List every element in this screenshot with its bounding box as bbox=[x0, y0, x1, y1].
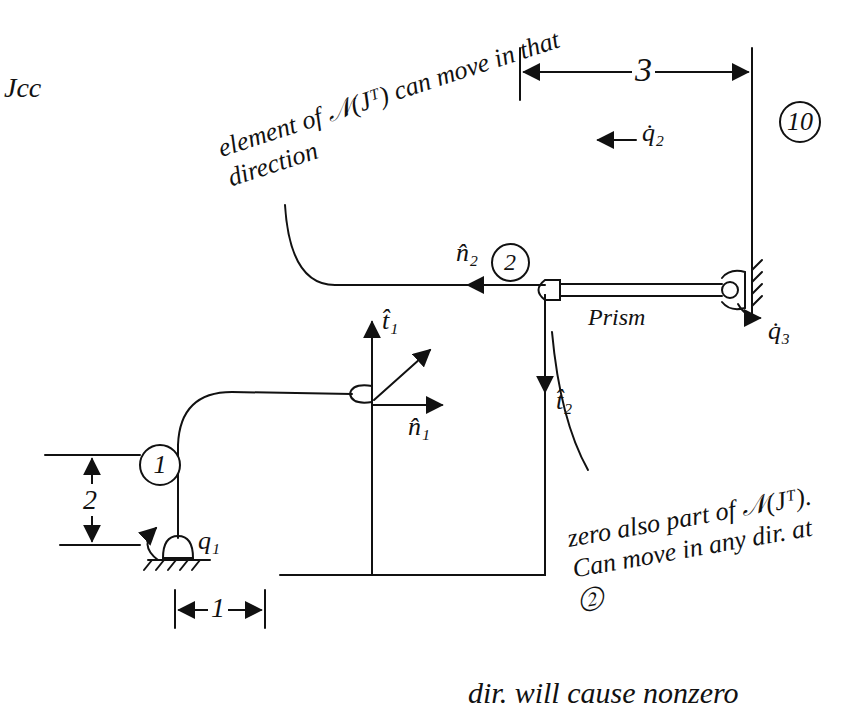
note-text: dir. will cause nonzero bbox=[468, 676, 739, 711]
object-outline bbox=[280, 574, 372, 576]
joint-arrow bbox=[738, 304, 760, 318]
prismatic-link bbox=[560, 284, 722, 296]
normal-arrow bbox=[468, 284, 545, 286]
revolute-joint bbox=[163, 536, 193, 558]
part-name: Prism bbox=[588, 304, 645, 332]
unit-vector: t̂₂ bbox=[556, 386, 572, 416]
dimension-tick bbox=[45, 455, 140, 545]
unit-vector: t̂₁ bbox=[382, 306, 398, 336]
revolute-joint bbox=[722, 282, 738, 298]
joint-rate: q̇₂ bbox=[642, 118, 664, 148]
unit-vector: n̂₂ bbox=[456, 238, 478, 268]
gripper bbox=[350, 385, 372, 402]
joint-arrow bbox=[598, 139, 636, 141]
dimension-value: 2 bbox=[80, 484, 100, 516]
dimension-tick bbox=[175, 590, 265, 628]
annotation-note: element of 𝒩(Jᵀ) can move in that direct… bbox=[214, 23, 576, 194]
joint-housing bbox=[722, 271, 745, 309]
callout-circle: 1 bbox=[139, 444, 181, 486]
joint-rate: q̇₃ bbox=[768, 316, 790, 346]
robot-link bbox=[178, 392, 352, 538]
normal-arrow bbox=[372, 404, 442, 406]
dimension-value: 1 bbox=[208, 592, 228, 624]
object-outline bbox=[372, 295, 545, 575]
callout-number: 2 bbox=[504, 249, 516, 276]
direction-arrow bbox=[374, 350, 430, 400]
dimension-value: 3 bbox=[632, 50, 655, 89]
tangent-arrow bbox=[544, 295, 546, 392]
tangent-arrow bbox=[371, 322, 373, 400]
joint-arrow bbox=[147, 528, 158, 560]
ground-hatch bbox=[752, 260, 762, 315]
joint-angle: q₁ bbox=[198, 526, 220, 556]
leader-line bbox=[285, 205, 468, 285]
callout-number: 10 bbox=[787, 107, 813, 137]
gripper bbox=[539, 280, 561, 300]
unit-vector: n̂₁ bbox=[408, 412, 430, 442]
callout-circle: 10 bbox=[779, 101, 821, 143]
callout-circle: 2 bbox=[491, 243, 530, 282]
ground-hatch bbox=[144, 560, 210, 570]
callout-number: 1 bbox=[154, 450, 167, 480]
leader-line bbox=[552, 332, 588, 470]
matrix-name: Jcc bbox=[4, 72, 41, 104]
annotation-note: zero also part of 𝒩(Jᵀ). Can move in any… bbox=[565, 480, 827, 616]
